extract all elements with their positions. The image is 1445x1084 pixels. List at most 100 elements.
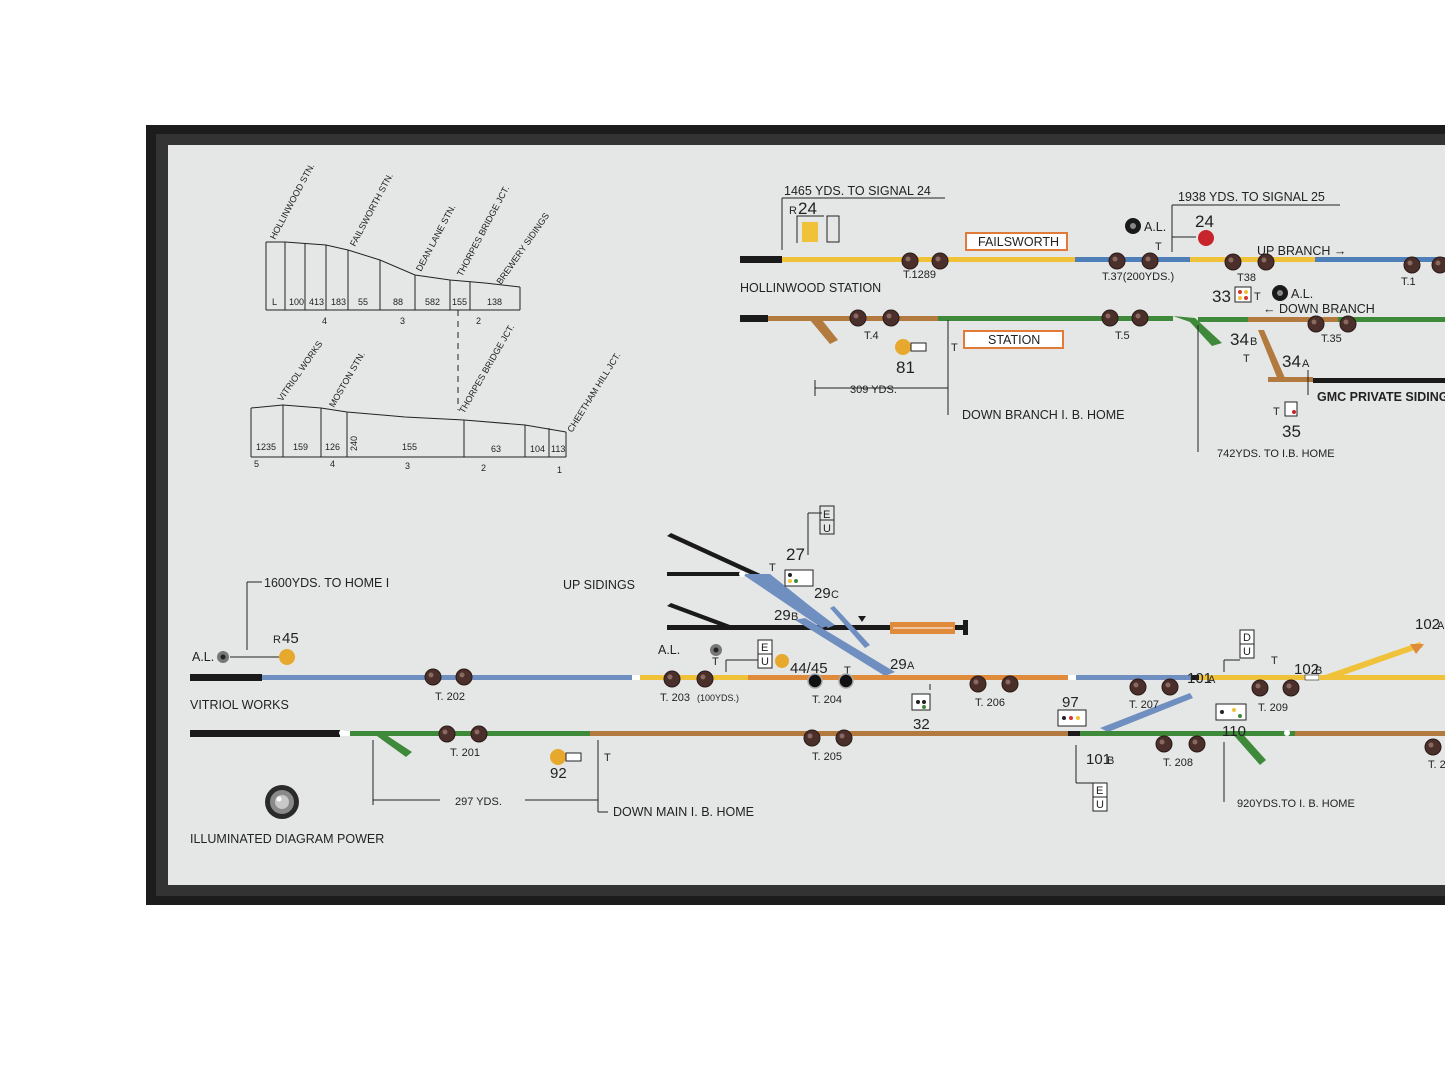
- track-circuit-t4: T.4: [864, 330, 879, 342]
- track-circuit-t202: T. 202: [435, 691, 465, 703]
- eu-top-u: U: [823, 523, 831, 535]
- switch-stud-highlight: [853, 313, 859, 319]
- track-circuit-t203-note: (100YDS.): [697, 693, 739, 703]
- signal-29b-sub: B: [791, 611, 798, 623]
- signal-33-box: [1234, 286, 1252, 303]
- switch-stud[interactable]: [1257, 253, 1275, 271]
- switch-stud-highlight: [1005, 679, 1011, 685]
- track-circuit-t208: T. 208: [1163, 757, 1193, 769]
- switch-stud[interactable]: [1339, 315, 1357, 333]
- signal-29b: 29: [774, 607, 791, 624]
- switch-stud-highlight: [474, 729, 480, 735]
- switch-stud[interactable]: [803, 729, 821, 747]
- switch-stud[interactable]: [455, 668, 473, 686]
- signal-81: 81: [896, 358, 915, 377]
- signal-29a: 29: [890, 656, 907, 673]
- track-circuit-t201: T. 201: [450, 747, 480, 759]
- al-label-main: A.L.: [192, 650, 214, 664]
- segment-value: 126: [325, 442, 340, 452]
- track-circuit-t207: T. 207: [1129, 699, 1159, 711]
- power-label: ILLUMINATED DIAGRAM POWER: [190, 832, 384, 846]
- segment-value: 100: [289, 297, 304, 307]
- al-label-top: A.L.: [1144, 220, 1166, 234]
- station-label: STATION: [988, 333, 1040, 347]
- segment-value: 183: [331, 297, 346, 307]
- segment-value: 63: [491, 444, 501, 454]
- switch-stud[interactable]: [663, 670, 681, 688]
- gmc-siding-track: [1258, 330, 1445, 383]
- switch-stud-highlight: [1192, 739, 1198, 745]
- mile-mark: 3: [400, 316, 405, 326]
- signal-4445-light: [775, 654, 789, 668]
- switch-stud[interactable]: [901, 252, 919, 270]
- signal-101b-sub: B: [1107, 755, 1114, 767]
- switch-stud[interactable]: [969, 675, 987, 693]
- mile-mark: 3: [405, 461, 410, 471]
- down-main-track: [190, 730, 1445, 765]
- switch-stud[interactable]: [696, 670, 714, 688]
- switch-stud[interactable]: [470, 725, 488, 743]
- switch-stud[interactable]: [1129, 678, 1147, 696]
- switch-stud[interactable]: [1108, 252, 1126, 270]
- gradient-profile-top: [265, 241, 521, 410]
- switch-stud-highlight: [1112, 256, 1118, 262]
- switch-stud[interactable]: [1155, 735, 1173, 753]
- switch-stud[interactable]: [1282, 679, 1300, 697]
- hollinwood-label: HOLLINWOOD STATION: [740, 281, 881, 295]
- power-button[interactable]: [265, 785, 299, 819]
- switch-stud[interactable]: [849, 309, 867, 327]
- segment-value: 582: [425, 297, 440, 307]
- al-label-main2: A.L.: [658, 643, 680, 657]
- switch-stud[interactable]: [931, 252, 949, 270]
- eu-low-e: E: [1096, 785, 1103, 797]
- switch-stud-highlight: [839, 733, 845, 739]
- segment-value: L: [272, 297, 277, 307]
- du-d: D: [1243, 632, 1251, 644]
- up-main-track: [190, 642, 1445, 732]
- up-sidings-label: UP SIDINGS: [563, 578, 635, 592]
- mile-mark: 2: [481, 463, 486, 473]
- switch-studs: [424, 252, 1445, 756]
- switch-stud[interactable]: [1424, 738, 1442, 756]
- segment-value: 155: [402, 442, 417, 452]
- t-marker: T: [769, 562, 776, 574]
- panel-face: [168, 145, 1445, 885]
- switch-stud[interactable]: [1101, 309, 1119, 327]
- segment-value: 55: [358, 297, 368, 307]
- switch-stud[interactable]: [1307, 315, 1325, 333]
- switch-stud-highlight: [1165, 682, 1171, 688]
- dist-309yds: 309 YDS.: [850, 384, 897, 396]
- t-marker: T: [1243, 353, 1250, 365]
- r24-prefix: R: [789, 205, 797, 217]
- track-circuit-t205: T. 205: [812, 751, 842, 763]
- switch-stud[interactable]: [882, 309, 900, 327]
- track-circuit-t209: T. 209: [1258, 702, 1288, 714]
- signal-34b-sub: B: [1250, 336, 1257, 348]
- r45-prefix: R: [273, 634, 281, 646]
- t-marker: T: [712, 656, 719, 668]
- switch-stud-highlight: [1261, 257, 1267, 263]
- t-marker: T: [951, 342, 958, 354]
- segment-value: 159: [293, 442, 308, 452]
- switch-stud[interactable]: [835, 729, 853, 747]
- t-marker: T: [604, 752, 611, 764]
- signal-97: 97: [1062, 694, 1079, 711]
- switch-stud-highlight: [1228, 257, 1234, 263]
- track-circuit-t5: T.5: [1115, 330, 1130, 342]
- switch-stud-highlight: [442, 729, 448, 735]
- switch-stud[interactable]: [1161, 678, 1179, 696]
- switch-stud[interactable]: [1001, 675, 1019, 693]
- dist-742yds: 742YDS. TO I.B. HOME: [1217, 448, 1335, 460]
- track-circuit-t204: T. 204: [812, 694, 842, 706]
- switch-stud[interactable]: [1224, 253, 1242, 271]
- switch-stud[interactable]: [1251, 679, 1269, 697]
- r45-signal: 45: [282, 630, 299, 647]
- switch-stud[interactable]: [424, 668, 442, 686]
- switch-stud[interactable]: [1131, 309, 1149, 327]
- switch-stud[interactable]: [438, 725, 456, 743]
- switch-stud[interactable]: [1141, 252, 1159, 270]
- mile-mark: 2: [476, 316, 481, 326]
- switch-stud[interactable]: [1188, 735, 1206, 753]
- switch-stud-highlight: [700, 674, 706, 680]
- switch-stud[interactable]: [1403, 256, 1421, 274]
